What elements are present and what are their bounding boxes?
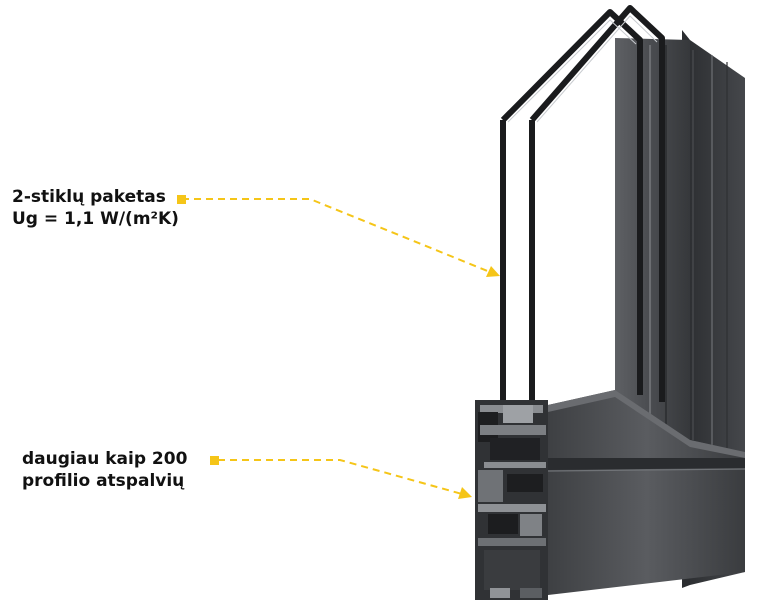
callout-glass-unit: 2-stiklų paketas Ug = 1,1 W/(m²K) <box>12 186 179 230</box>
double-glazing <box>500 5 665 402</box>
callout-glass-title: 2-stiklų paketas <box>12 187 166 207</box>
frame-bottom-face <box>547 390 746 595</box>
callout-colors-line2: profilio atspalvių <box>22 471 185 491</box>
leader-line-glass <box>177 195 500 277</box>
profile-cross-section <box>475 400 548 600</box>
callout-colors-line1: daugiau kaip 200 <box>22 449 188 469</box>
callout-glass-value: Ug = 1,1 W/(m²K) <box>12 209 179 229</box>
leader-line-colors <box>210 456 472 499</box>
callout-profile-colors: daugiau kaip 200 profilio atspalvių <box>22 448 187 492</box>
frame-vertical <box>615 38 728 460</box>
